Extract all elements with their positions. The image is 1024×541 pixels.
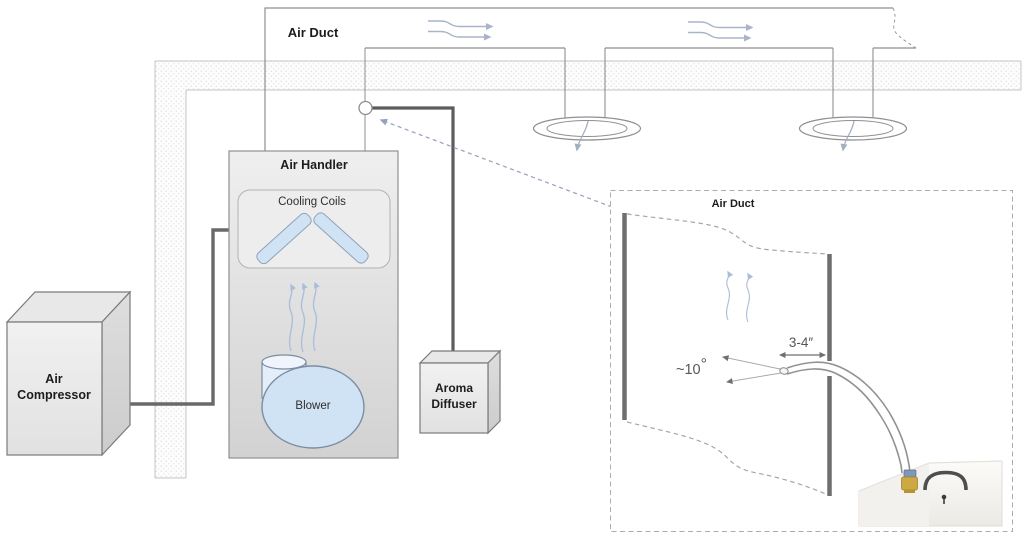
injection-angle-indicator: [722, 355, 782, 385]
aroma-diffuser-label: Aroma Diffuser: [431, 380, 476, 412]
blower: [261, 354, 365, 449]
aroma-supply-tube: [372, 106, 455, 354]
device-logo-mark: [941, 494, 947, 500]
air-compressor-label: Air Compressor: [17, 371, 91, 403]
detail-inset: [610, 190, 1013, 532]
device-handle-icon: [923, 470, 968, 491]
duct-airflow-arrows-2: [688, 21, 754, 42]
insertion-depth-label: 3-4″: [788, 335, 814, 350]
blower-label: Blower: [295, 400, 331, 412]
inset-air-duct-label: Air Duct: [711, 198, 755, 210]
ceiling-and-wall-band: [154, 60, 1022, 479]
air-compressor-box: [5, 290, 132, 457]
dashed-leader-arrow-icon: [379, 118, 613, 208]
injection-angle-label: ~10 °: [676, 356, 708, 379]
diffuser-device-photo: [858, 460, 1003, 527]
aroma-diffuser-box: [418, 349, 502, 435]
coil-bar-left: [256, 212, 312, 265]
compressed-air-pipe: [130, 228, 237, 406]
blower-updraft-arrows: [288, 281, 320, 353]
ceiling-diffuser-2: [798, 48, 908, 152]
cooling-coils: [237, 189, 391, 269]
brass-fitting-base: [904, 490, 915, 493]
inset-updraft-arrows: [725, 270, 754, 323]
aroma-diffuser-label-line2: Diffuser: [431, 397, 477, 411]
cooling-coils-label: Cooling Coils: [278, 196, 346, 208]
brass-fitting: [901, 476, 918, 491]
inset-duct-transition-dashed: [626, 213, 829, 496]
air-handler-title: Air Handler: [280, 158, 348, 172]
duct-torn-edge: [892, 7, 917, 49]
ceiling-diffuser-1: [532, 48, 642, 152]
inset-feed-tube: [786, 361, 911, 474]
air-duct-label: Air Duct: [287, 25, 339, 40]
aroma-diffuser-label-line1: Aroma: [434, 381, 473, 395]
air-compressor-label-line1: Air: [45, 372, 63, 386]
air-handler-unit: [228, 150, 399, 459]
duct-airflow-arrows-1: [428, 20, 494, 41]
injection-point-marker: [358, 100, 373, 116]
down-flow-arrow-icon: [840, 120, 855, 152]
air-compressor-label-line2: Compressor: [17, 388, 91, 402]
tube-clip: [903, 469, 917, 478]
coil-bar-right: [313, 212, 369, 264]
down-flow-arrow-icon: [574, 120, 589, 152]
injection-angle-value: ~10: [676, 362, 701, 378]
injection-angle-degree: °: [700, 356, 708, 373]
main-air-duct: [264, 7, 917, 151]
device-logo-mark-stem: [943, 498, 945, 504]
tube-nozzle-tip: [779, 367, 789, 375]
